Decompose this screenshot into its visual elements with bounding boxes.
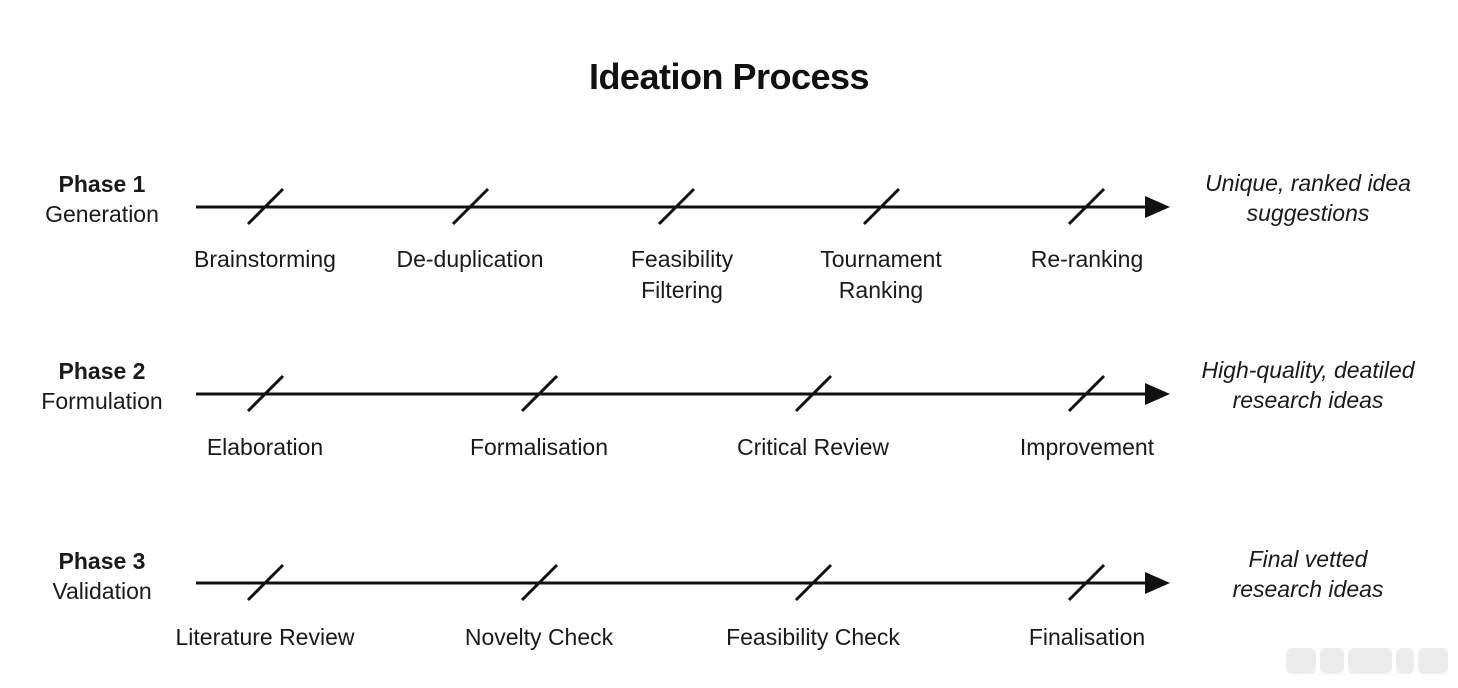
phase-2-outcome: High-quality, deatiled research ideas <box>1168 355 1448 415</box>
diagram-title: Ideation Process <box>588 56 870 97</box>
phase-1-outcome: Unique, ranked idea suggestions <box>1168 168 1448 228</box>
phase-name: Formulation <box>41 388 163 414</box>
step-line: Improvement <box>1019 434 1155 460</box>
step-line: Tournament <box>820 246 942 272</box>
phase-3-arrowhead <box>1145 572 1170 594</box>
outcome-line: High-quality, deatiled <box>1201 357 1415 383</box>
step-label: Brainstorming <box>165 244 365 275</box>
tick-mark <box>1067 563 1106 602</box>
phase-number: Phase 1 <box>58 171 146 197</box>
phase-2-timeline <box>196 374 1170 413</box>
watermark <box>1286 648 1448 674</box>
watermark-block <box>1348 648 1392 674</box>
step-line: Brainstorming <box>194 246 336 272</box>
tick-mark <box>246 374 285 413</box>
step-label: Tournament Ranking <box>781 244 981 306</box>
step-line: Formalisation <box>469 434 609 460</box>
watermark-block <box>1418 648 1448 674</box>
phase-3-label: Phase 3 Validation <box>22 546 182 606</box>
tick-mark <box>246 187 285 226</box>
phase-number: Phase 3 <box>58 548 146 574</box>
outcome-line: research ideas <box>1232 576 1384 602</box>
step-line: Re-ranking <box>1030 246 1144 272</box>
step-line: Elaboration <box>206 434 324 460</box>
phase-1-timeline <box>196 187 1170 226</box>
step-line: Critical Review <box>736 434 890 460</box>
watermark-block <box>1320 648 1344 674</box>
watermark-block <box>1286 648 1316 674</box>
tick-mark <box>520 563 559 602</box>
outcome-line: Final vetted <box>1248 546 1368 572</box>
tick-mark <box>657 187 696 226</box>
step-line: Feasibility Check <box>726 624 900 650</box>
tick-mark <box>794 374 833 413</box>
tick-mark <box>520 374 559 413</box>
step-label: Finalisation <box>987 622 1187 653</box>
tick-mark <box>862 187 901 226</box>
step-label: Critical Review <box>713 432 913 463</box>
step-line: De-duplication <box>396 246 544 272</box>
step-label: Novelty Check <box>439 622 639 653</box>
outcome-line: research ideas <box>1232 387 1384 413</box>
step-label: Re-ranking <box>987 244 1187 275</box>
step-label: Formalisation <box>439 432 639 463</box>
watermark-block <box>1396 648 1414 674</box>
step-label: Literature Review <box>145 622 385 653</box>
phase-3-outcome: Final vetted research ideas <box>1168 544 1448 604</box>
step-label: Elaboration <box>165 432 365 463</box>
phase-2-label: Phase 2 Formulation <box>22 356 182 416</box>
step-label: Improvement <box>987 432 1187 463</box>
phase-1-label: Phase 1 Generation <box>22 169 182 229</box>
tick-mark <box>794 563 833 602</box>
phase-name: Generation <box>45 201 159 227</box>
step-label: Feasibility Filtering <box>582 244 782 306</box>
step-line: Literature Review <box>175 624 355 650</box>
phase-1-arrowhead <box>1145 196 1170 218</box>
step-line: Feasibility <box>630 246 734 272</box>
phase-3-timeline <box>196 563 1170 602</box>
step-line: Filtering <box>641 277 723 303</box>
tick-mark <box>246 563 285 602</box>
step-line: Novelty Check <box>464 624 614 650</box>
phase-name: Validation <box>52 578 152 604</box>
step-label: De-duplication <box>370 244 570 275</box>
step-line: Ranking <box>838 277 924 303</box>
tick-mark <box>451 187 490 226</box>
step-label: Feasibility Check <box>693 622 933 653</box>
phase-2-arrowhead <box>1145 383 1170 405</box>
phase-number: Phase 2 <box>58 358 146 384</box>
step-line: Finalisation <box>1028 624 1146 650</box>
tick-mark <box>1067 374 1106 413</box>
tick-mark <box>1067 187 1106 226</box>
outcome-line: Unique, ranked idea <box>1205 170 1411 196</box>
outcome-line: suggestions <box>1246 200 1370 226</box>
